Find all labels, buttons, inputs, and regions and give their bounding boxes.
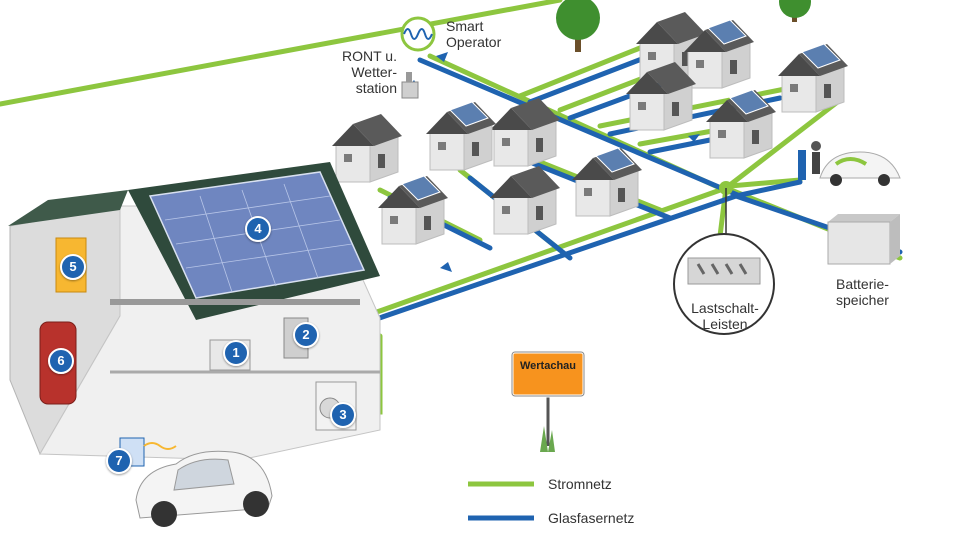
house-village-8: [331, 113, 403, 183]
ront-station-icon: [401, 72, 419, 99]
town-sign: [510, 350, 586, 452]
ront-label: RONT u. Wetter- station: [342, 48, 397, 96]
house-village-7: [426, 102, 496, 170]
house-village-9: [572, 148, 642, 216]
tree-left: [556, 0, 600, 52]
smart-operator-icon: [400, 16, 436, 52]
charging-cable: [143, 442, 177, 450]
house-village-11: [378, 176, 448, 244]
marker-1: 1: [223, 340, 249, 366]
battery-storage-icon: [827, 214, 900, 265]
legend-label-fiber: Glasfasernetz: [548, 510, 635, 526]
town-sign-label: Wertachau: [519, 360, 577, 372]
marker-2: 2: [293, 322, 319, 348]
tree-right: [779, 0, 811, 22]
house-village-3: [778, 44, 848, 112]
electric-car-right: [819, 151, 901, 186]
ev-charging-station: [798, 141, 821, 180]
marker-4: 4: [245, 216, 271, 242]
marker-3: 3: [330, 402, 356, 428]
lastschalt-leisten-icon: [673, 233, 775, 335]
smart-operator-label: Smart Operator: [446, 18, 502, 50]
electric-car-left: [135, 450, 273, 527]
marker-6: 6: [48, 348, 74, 374]
legend-label-power: Stromnetz: [548, 476, 612, 492]
house-village-10: [489, 165, 561, 235]
marker-5: 5: [60, 254, 86, 280]
batterie-label: Batterie- speicher: [836, 276, 889, 308]
marker-7: 7: [106, 448, 132, 474]
lastschalt-label: Lastschalt- Leisten: [691, 300, 759, 332]
